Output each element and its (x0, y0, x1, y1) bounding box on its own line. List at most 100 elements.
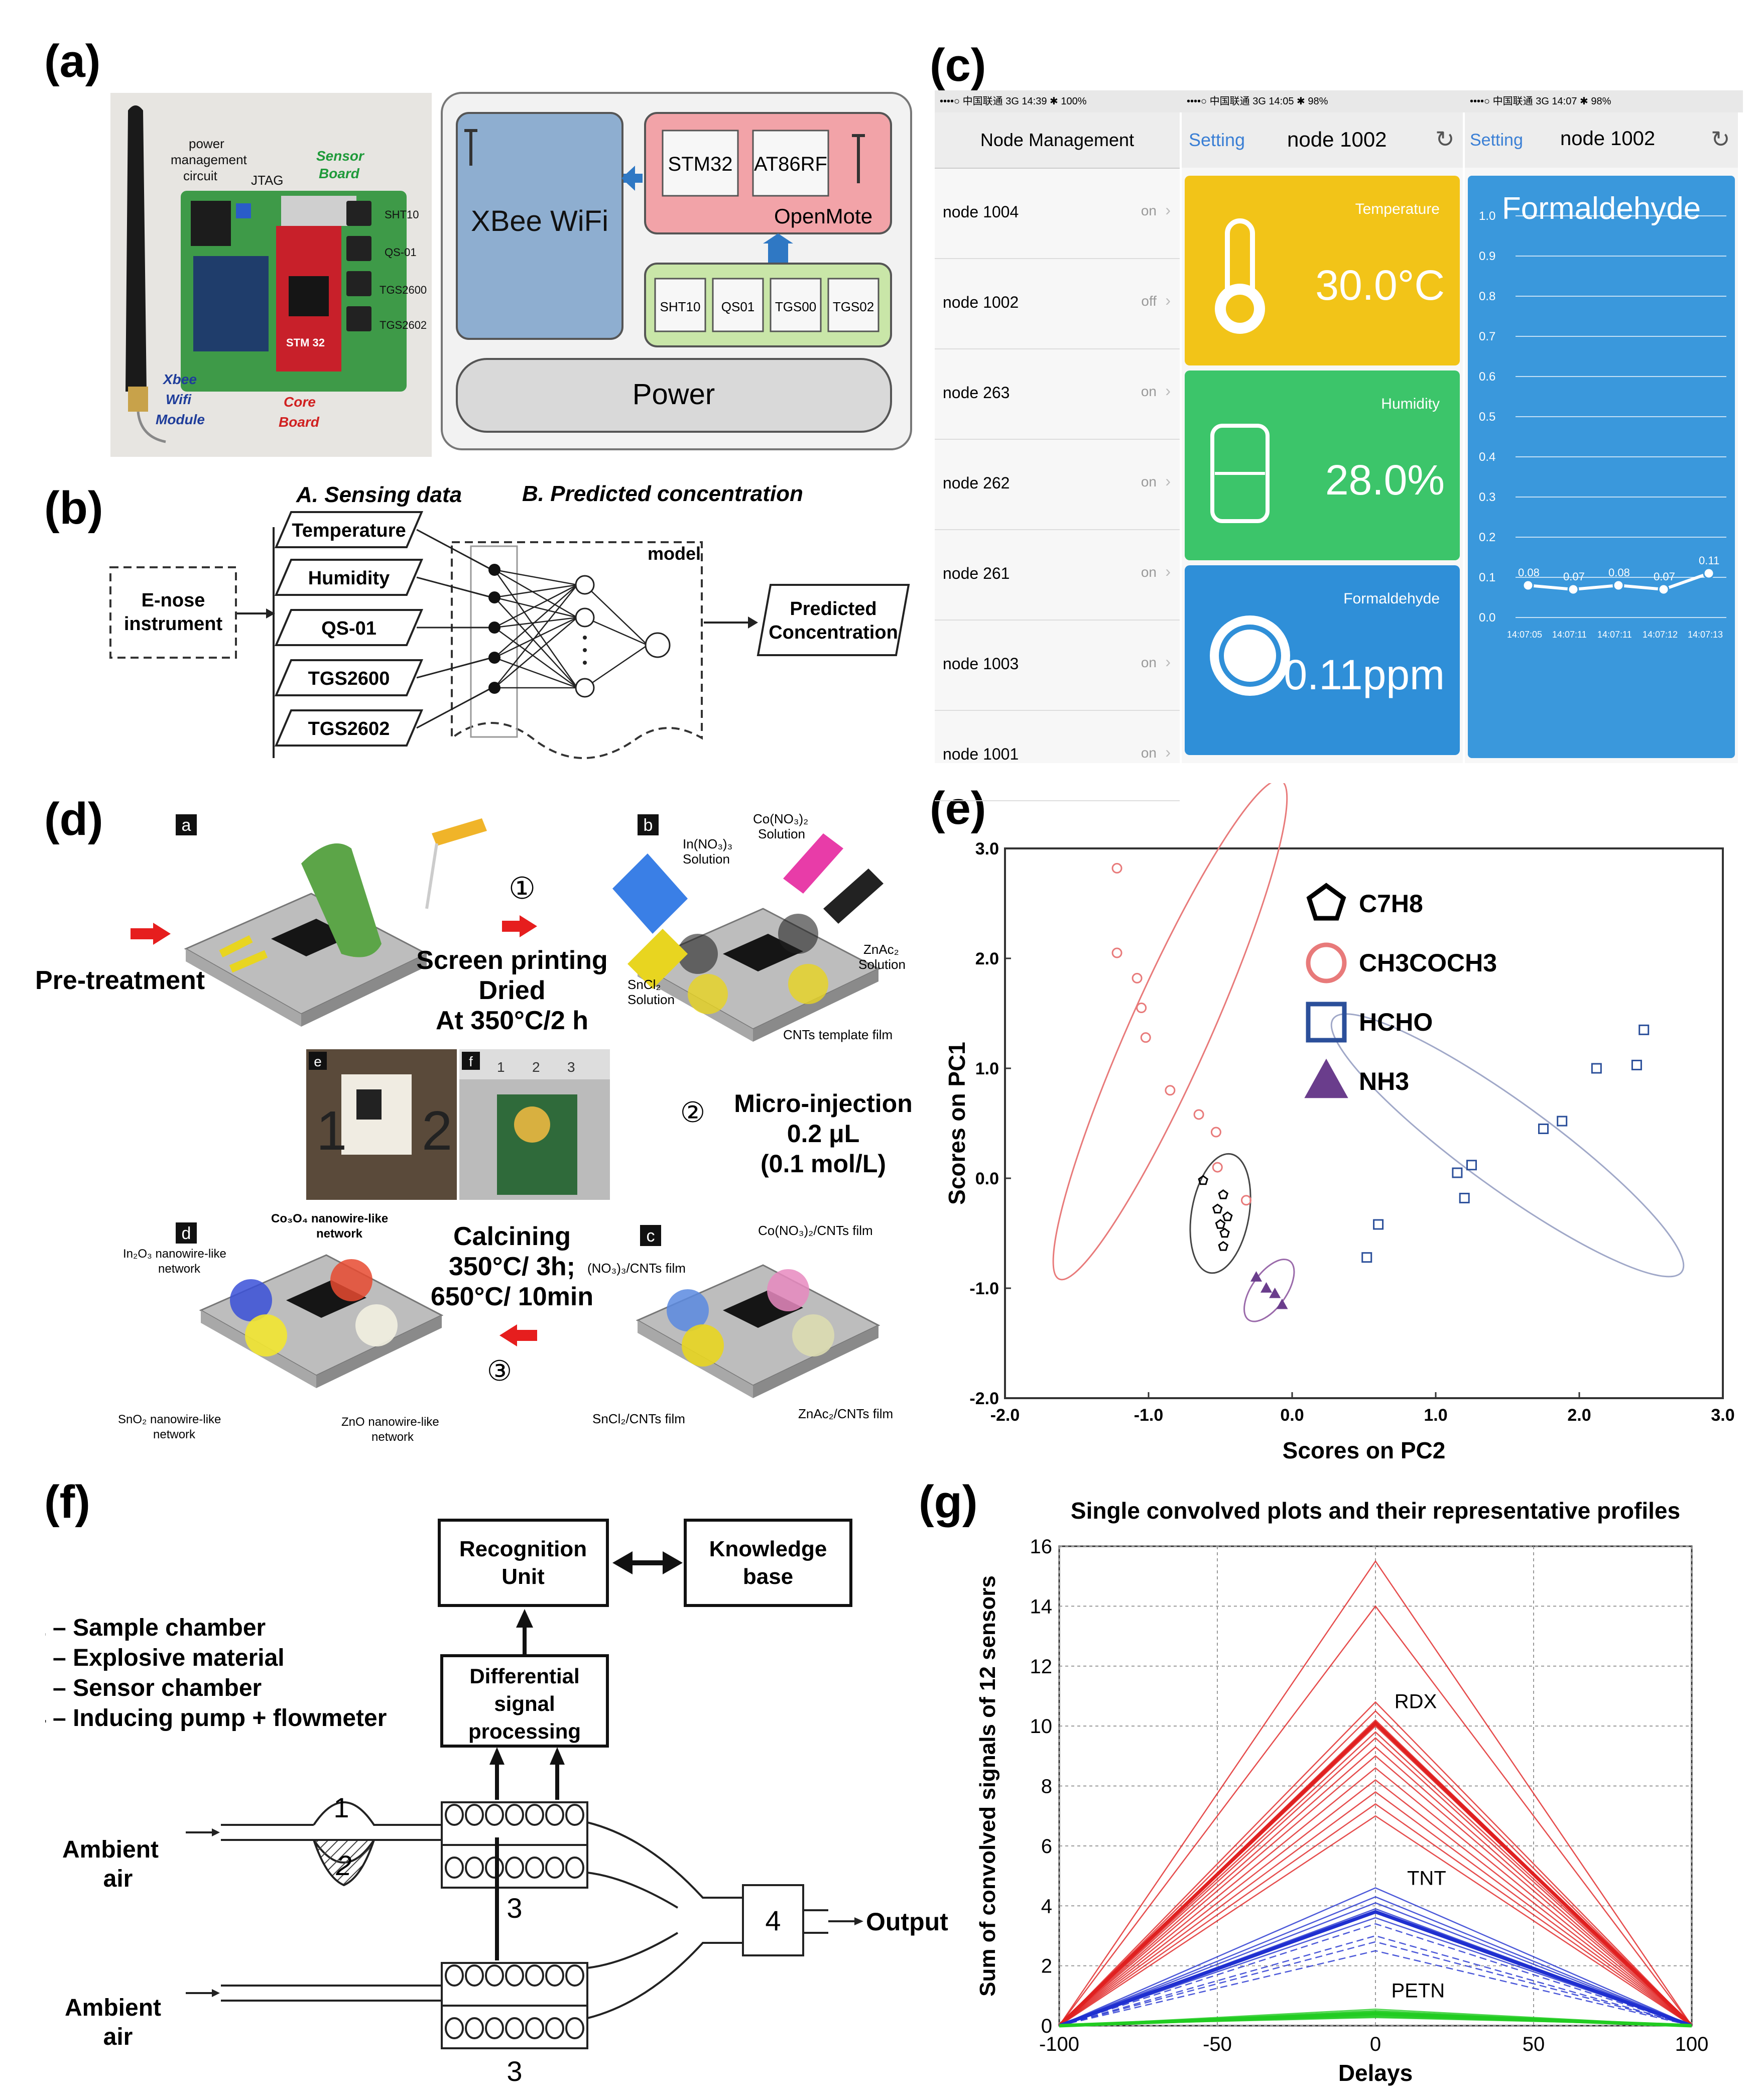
x-tick-label: 14:07:11 (1552, 630, 1587, 640)
b-co-solution: Solution (758, 826, 805, 841)
profile-line-rdx (1059, 1605, 1692, 2026)
input-label: TGS2600 (308, 668, 390, 689)
profile-line-rdx (1059, 1815, 1692, 2027)
sensor-element (545, 2017, 564, 2039)
num-3-bottom: 3 (507, 2055, 522, 2087)
label-tgs2602: TGS2602 (380, 319, 427, 331)
data-point-ch3coch3 (1210, 1127, 1221, 1138)
network-edge (494, 584, 578, 688)
data-point-ch3coch3 (1140, 1032, 1151, 1043)
sensor-element (465, 1804, 484, 1826)
y-tick-label: 0.1 (1479, 571, 1495, 584)
formaldehyde-line-chart: 0.00.10.20.30.40.50.60.70.80.91.00.0814:… (1479, 209, 1726, 640)
enose-line1: E-nose (142, 590, 205, 611)
data-point-hcho (1591, 1063, 1602, 1074)
ruler-1: 1 (316, 1100, 347, 1162)
chip-step-b (636, 908, 880, 1042)
screen-printing-line2: Dried (479, 976, 546, 1005)
nav-bar: Setting node 1002 ↻ (1465, 112, 1738, 168)
legend-2: 2 – Explosive material (45, 1645, 285, 1671)
network-edge (584, 644, 648, 689)
ruler-small-3: 3 (567, 1059, 575, 1075)
data-label: 0.11 (1699, 554, 1719, 567)
legend-label: NH3 (1359, 1067, 1409, 1095)
data-point-c7h8 (1212, 1203, 1223, 1214)
model-label: model (648, 543, 701, 564)
x-tick-label: 14:07:11 (1597, 630, 1632, 640)
data-point-c7h8 (1219, 1227, 1230, 1238)
sensor-element (485, 1804, 504, 1826)
sensor-element (505, 2017, 524, 2039)
input-box (274, 511, 424, 548)
profile-line-rdx (1059, 1755, 1692, 2026)
data-point-hcho (1466, 1160, 1477, 1171)
setting-button[interactable]: Setting (1189, 130, 1245, 150)
formaldehyde-point (1522, 579, 1534, 591)
y-tick-label: -1.0 (969, 1279, 999, 1298)
data-point-ch3coch3 (1111, 947, 1122, 958)
refresh-icon[interactable]: ↻ (1435, 126, 1455, 152)
chart-title: Formaldehyde (1501, 191, 1701, 226)
x-tick-label: -50 (1203, 2033, 1232, 2055)
representative-profile-rdx (1058, 1720, 1693, 2027)
data-point-hcho (1639, 1024, 1650, 1035)
recognition-unit-box (438, 1519, 609, 1607)
sensor-box (654, 278, 706, 332)
data-label: 0.08 (1518, 566, 1540, 579)
flow-diagram (221, 1801, 828, 2049)
legend-3: 3 – Sensor chamber (45, 1675, 262, 1701)
panel-label-c: (c) (930, 40, 986, 91)
profile-line-tnt (1059, 1902, 1692, 2027)
input-label: QS-01 (321, 618, 376, 639)
cluster-ellipse (1330, 1013, 1685, 1278)
formaldehyde-point (1703, 567, 1715, 579)
sensor-element (545, 1857, 564, 1879)
roller-icon (301, 843, 382, 957)
y-tick-label: 0.8 (1479, 290, 1495, 303)
x-tick-label: 50 (1523, 2033, 1545, 2055)
input-box (274, 659, 424, 696)
sensor-element (565, 1964, 584, 1987)
refresh-icon[interactable]: ↻ (1711, 126, 1730, 152)
panel-label-g: (g) (919, 1476, 978, 1528)
ambient-bottom-line1: Ambient (65, 1995, 161, 2021)
y-tick-label: 0.9 (1479, 250, 1495, 263)
status-bar: ••••○ 中国联通 3G 14:39 ✱ 100% (935, 90, 1185, 112)
network-edge (494, 569, 578, 586)
cluster-ellipse (1189, 1153, 1251, 1274)
label-core-board: Board (279, 414, 320, 430)
y-tick-label: 3.0 (975, 839, 999, 858)
sensor-element (505, 1964, 524, 1987)
nav-title: node 1002 (1287, 128, 1387, 151)
series-label-rdx: RDX (1395, 1690, 1437, 1712)
chip-step-c (636, 1264, 880, 1398)
d-sno2-network: network (153, 1428, 196, 1441)
setting-button[interactable]: Setting (1470, 131, 1523, 150)
sensor-element (465, 1857, 484, 1879)
network-edge (494, 596, 578, 619)
data-point-ch3coch3 (1111, 862, 1122, 874)
panel-d-figure: a Pre-treatment ① Screen printing Dried … (35, 811, 913, 1444)
d-zno-label: ZnO nanowire-like (341, 1415, 439, 1429)
xbee-block (456, 112, 623, 340)
formaldehyde-point (1612, 579, 1624, 591)
input-label: Temperature (292, 520, 406, 541)
dropper-black-icon (823, 869, 884, 924)
node-state: off (1141, 293, 1157, 309)
panel-label-b: (b) (44, 482, 103, 534)
input-neuron (488, 652, 500, 664)
node-state: on (1141, 474, 1157, 489)
series-label-petn: PETN (1392, 1980, 1445, 2002)
output-box (757, 584, 910, 656)
